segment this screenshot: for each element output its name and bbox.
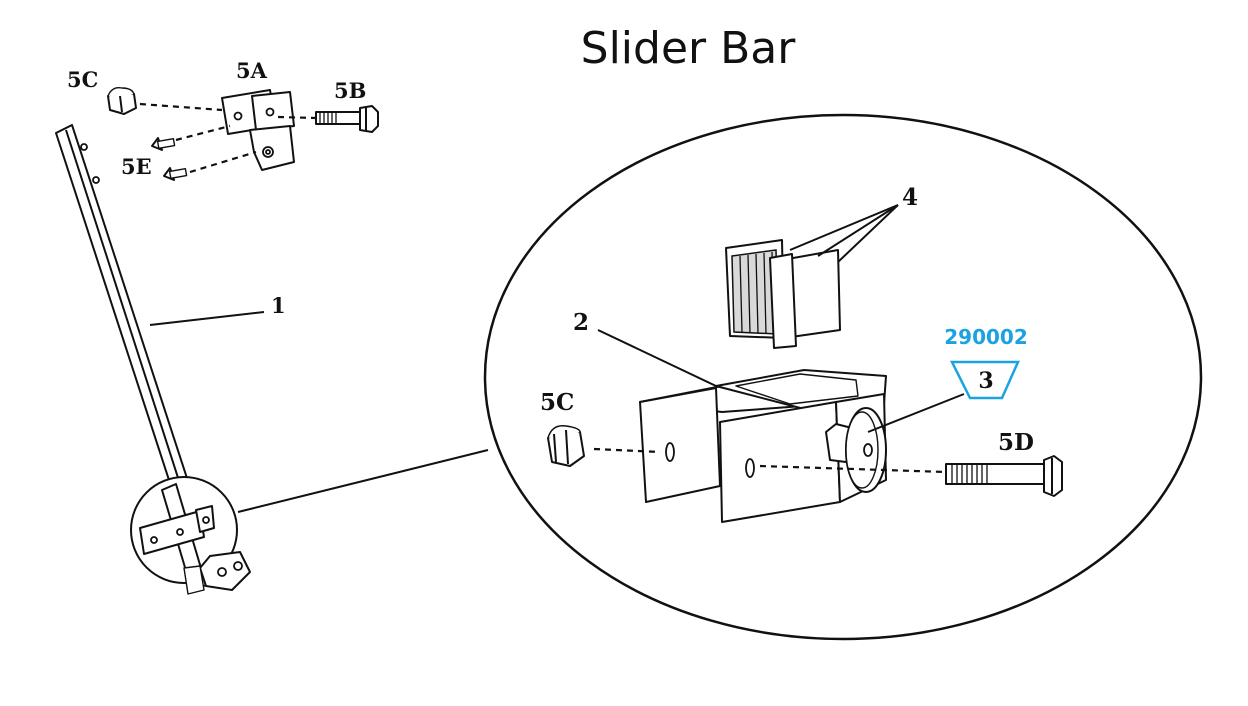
bolt-5b (315, 105, 379, 133)
dash-5c-top (139, 102, 223, 112)
acorn-nut-5c-detail (547, 425, 585, 467)
screw-5e-upper (151, 137, 176, 151)
bracket-5a (221, 89, 295, 171)
diagram-title: Slider Bar (581, 23, 797, 74)
slider-pads-4 (725, 239, 841, 349)
part-3-tag-box (949, 360, 1020, 400)
label-part-3: 3 (978, 368, 993, 394)
label-part-1: 1 (271, 293, 286, 318)
label-part-2: 2 (573, 309, 589, 336)
dash-5e-lower (189, 150, 257, 174)
leader-line-1 (149, 311, 265, 326)
dash-5b (277, 115, 317, 120)
label-part-5b: 5B (334, 78, 366, 103)
dash-5d (759, 464, 947, 474)
magnifier-circle (130, 476, 251, 595)
label-part-5c-top: 5C (67, 67, 98, 92)
magnifier-connector-line (237, 449, 489, 513)
dash-5c-detail (593, 447, 661, 454)
leader-line-2 (597, 329, 717, 387)
label-part-4: 4 (902, 184, 918, 211)
label-part-5d: 5D (998, 429, 1034, 456)
label-part-5e: 5E (121, 154, 152, 179)
bolt-5d (945, 455, 1063, 497)
part-number-290002: 290002 (944, 325, 1028, 349)
leader-lines-4 (789, 204, 899, 263)
screw-5e-lower (163, 167, 188, 181)
leader-line-3 (867, 393, 965, 433)
acorn-nut-5c-top (107, 86, 137, 115)
label-part-5a: 5A (236, 58, 268, 83)
label-part-5c-detail: 5C (540, 389, 574, 416)
dash-5e-upper (175, 124, 231, 142)
